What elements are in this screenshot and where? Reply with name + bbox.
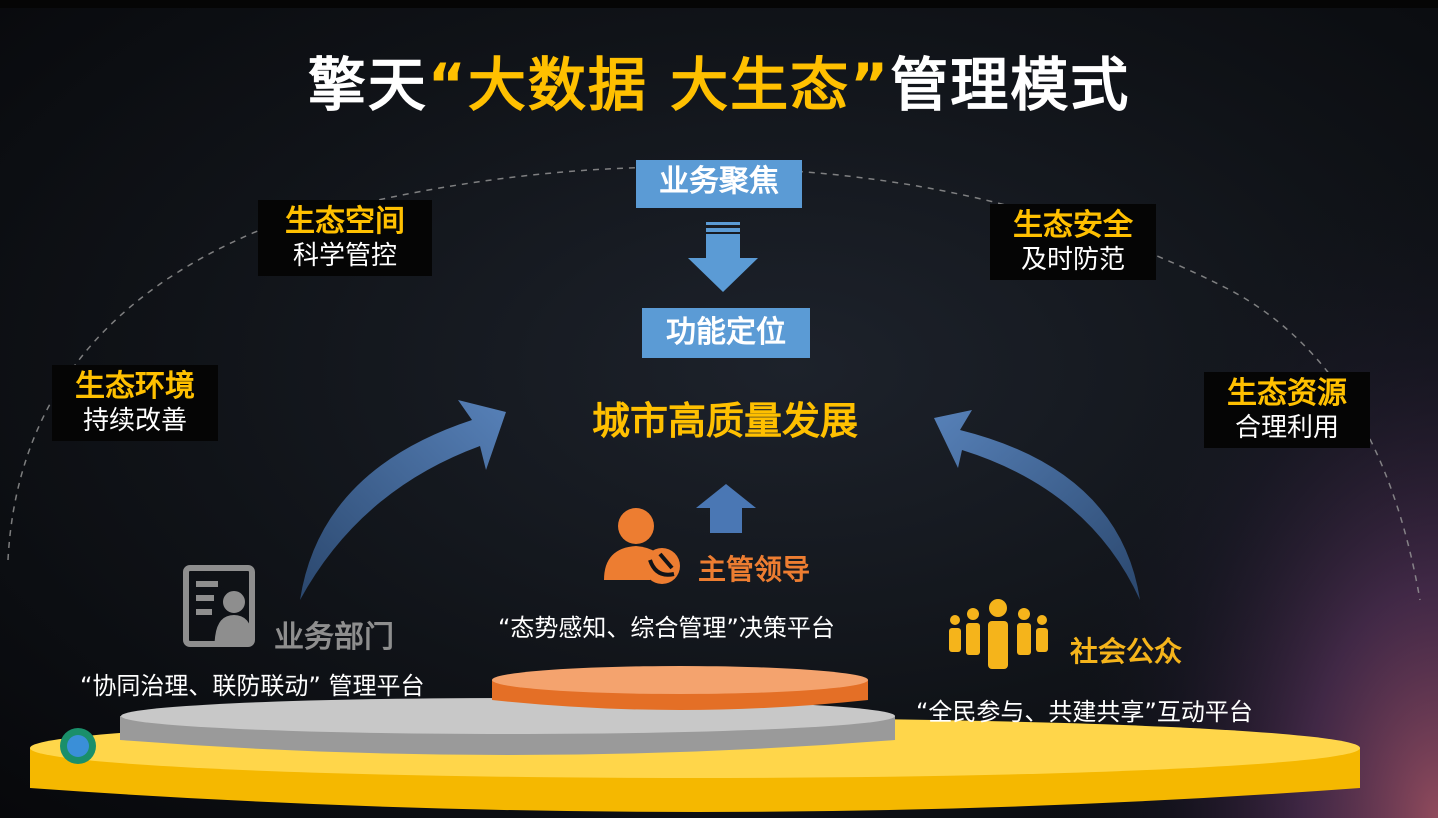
goal-text: 城市高质量发展 — [591, 399, 858, 443]
public-label: 社会公众 — [1070, 635, 1183, 668]
eco-sub: 及时防范 — [1020, 245, 1125, 275]
curved-arrow-right — [934, 410, 1140, 600]
title-highlight: “大数据 大生态” — [427, 51, 891, 119]
public-platform: “全民参与、共建共享”互动平台 — [916, 698, 1253, 726]
leader-label: 主管领导 — [698, 553, 811, 586]
eco-heading: 生态资源 — [1227, 376, 1347, 411]
leader-icon — [604, 508, 680, 584]
logo-mark — [60, 728, 96, 764]
eco-heading: 生态安全 — [1013, 208, 1133, 243]
eco-sub: 合理利用 — [1234, 413, 1339, 443]
title-prefix: 擎天 — [307, 51, 428, 119]
title-suffix: 管理模式 — [890, 51, 1131, 119]
orange-platform — [492, 666, 868, 710]
eco-label-environment: 生态环境 持续改善 — [52, 365, 218, 441]
eco-heading: 生态环境 — [75, 369, 195, 404]
top-bar — [0, 0, 1438, 8]
leader-platform: “态势感知、综合管理”决策平台 — [498, 614, 835, 642]
position-box: 功能定位 — [642, 308, 810, 358]
curved-arrow-left — [300, 400, 506, 600]
department-icon — [183, 565, 255, 647]
eco-sub: 持续改善 — [82, 406, 187, 436]
department-label: 业务部门 — [274, 620, 394, 655]
arrow-down-icon — [688, 222, 758, 292]
department-platform: “协同治理、联防联动” 管理平台 — [80, 672, 425, 700]
arrow-up-icon — [696, 484, 756, 533]
dashed-arc — [7, 166, 1421, 601]
public-icon — [949, 599, 1048, 669]
eco-heading: 生态空间 — [285, 204, 405, 239]
eco-label-safety: 生态安全 及时防范 — [990, 204, 1156, 280]
page-title: 擎天“大数据 大生态”管理模式 — [0, 38, 1438, 122]
focus-box: 业务聚焦 — [636, 160, 802, 208]
eco-label-space: 生态空间 科学管控 — [258, 200, 432, 276]
eco-sub: 科学管控 — [292, 241, 397, 271]
eco-label-resource: 生态资源 合理利用 — [1204, 372, 1370, 448]
